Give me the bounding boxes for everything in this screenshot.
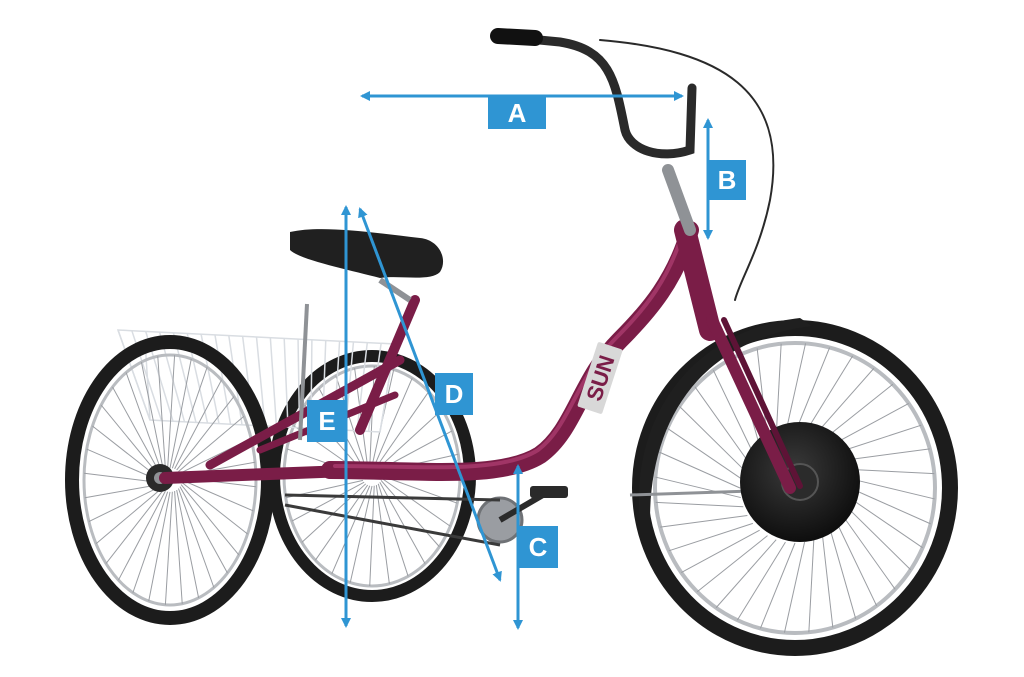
dimension-b-label: B: [708, 160, 746, 200]
spoke: [846, 506, 911, 571]
svg-text:D: D: [445, 379, 464, 409]
spoke: [715, 539, 777, 609]
spoke: [813, 367, 875, 437]
spoke: [167, 355, 176, 469]
spoke: [655, 476, 741, 499]
spoke: [830, 402, 909, 447]
svg-text:E: E: [318, 406, 335, 436]
spoke: [696, 535, 768, 593]
spoke: [88, 486, 161, 523]
spoke: [794, 347, 831, 434]
svg-text:B: B: [718, 165, 737, 195]
spoke: [181, 481, 248, 535]
spoke: [112, 386, 161, 474]
spoke: [848, 497, 923, 549]
spoke: [125, 372, 162, 472]
spoke: [100, 404, 160, 476]
svg-text:A: A: [508, 98, 527, 128]
spoke: [132, 491, 169, 593]
spoke: [148, 491, 171, 602]
spoke: [712, 369, 754, 453]
spoke: [157, 356, 166, 469]
spoke: [775, 343, 782, 437]
spoke: [694, 386, 748, 461]
spoke: [822, 383, 894, 441]
dimension-c-label: C: [518, 526, 558, 568]
spoke: [164, 491, 173, 605]
spoke: [681, 529, 760, 574]
spoke: [804, 355, 854, 435]
spoke: [95, 488, 162, 545]
spoke: [92, 425, 159, 479]
spoke: [842, 448, 930, 461]
spoke: [349, 485, 373, 583]
spoke: [174, 491, 183, 604]
spoke: [660, 515, 748, 528]
spoke: [369, 485, 375, 586]
spoke: [84, 472, 159, 483]
spoke: [84, 484, 160, 499]
spoke: [829, 529, 857, 619]
spoke: [291, 481, 365, 522]
spoke: [808, 539, 815, 633]
spoke: [174, 379, 222, 470]
spoke: [180, 484, 240, 556]
spoke: [822, 535, 834, 628]
spoke: [836, 523, 878, 607]
spoke: [759, 542, 796, 629]
dimension-e-label: E: [307, 400, 347, 442]
spoke: [783, 542, 806, 633]
spoke: [836, 424, 922, 454]
spoke: [849, 477, 935, 500]
spoke: [736, 541, 786, 621]
spoke: [846, 468, 935, 475]
spoke: [667, 427, 742, 479]
spoke: [140, 362, 164, 471]
spoke: [655, 501, 744, 508]
svg-text:C: C: [529, 532, 548, 562]
spoke: [331, 485, 371, 575]
spoke: [181, 479, 254, 512]
dimension-d-arrow: [358, 207, 502, 582]
spoke: [178, 488, 215, 588]
spoke: [179, 486, 228, 574]
spoke: [842, 515, 896, 590]
spoke: [118, 490, 166, 581]
spoke: [169, 358, 192, 469]
brand-decal-text: SUN: [581, 352, 619, 404]
spoke: [679, 405, 744, 470]
dimension-labels: A B C D E: [307, 96, 746, 568]
spoke: [375, 484, 390, 584]
spoke: [659, 451, 741, 489]
spoke: [668, 522, 754, 552]
dimension-a-label: A: [488, 96, 546, 129]
spoke: [849, 487, 931, 525]
spoke: [176, 489, 200, 598]
spoke: [171, 367, 208, 469]
spoke: [86, 448, 159, 481]
dimension-d-label: D: [435, 373, 473, 415]
spoke: [176, 396, 235, 471]
spoke: [784, 343, 807, 434]
spoke: [381, 477, 451, 527]
spoke: [105, 489, 164, 564]
spoke: [178, 415, 245, 472]
